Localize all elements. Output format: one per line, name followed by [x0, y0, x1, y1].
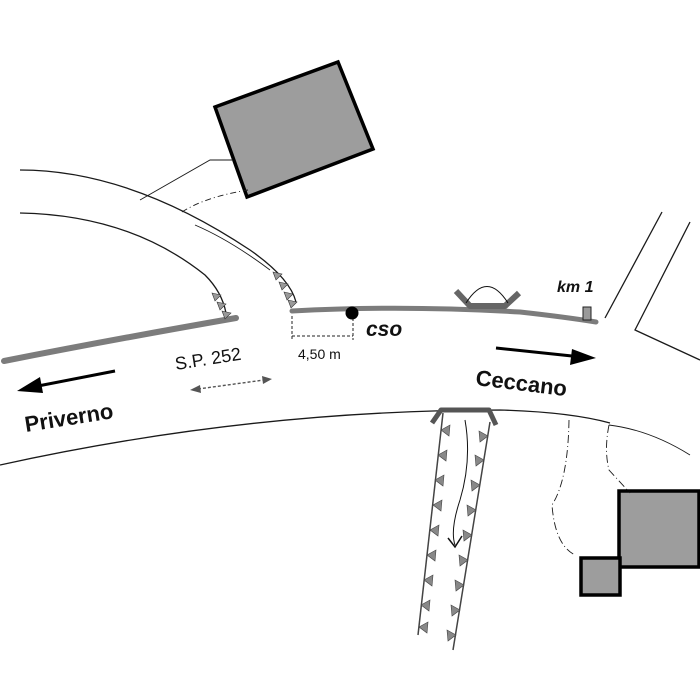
building-southeast — [617, 489, 700, 569]
label-priverno: Priverno — [23, 398, 115, 437]
kerb-lines — [1, 305, 599, 364]
label-cso: cso — [366, 318, 402, 341]
cso-point — [345, 306, 359, 320]
arrow-ceccano — [495, 346, 596, 365]
bridge-symbol — [453, 286, 522, 309]
culvert-symbol — [429, 407, 499, 427]
road-double-arrow — [190, 376, 272, 393]
km-marker-post — [582, 306, 592, 321]
kerb-triangle-markers — [211, 271, 298, 320]
building-southeast-small — [579, 556, 622, 597]
property-lines — [139, 159, 691, 556]
building-north — [212, 59, 376, 200]
stream — [417, 412, 491, 651]
label-road: S.P. 252 — [173, 344, 242, 374]
arrow-priverno — [17, 369, 116, 393]
label-distance: 4,50 m — [298, 346, 341, 362]
stream-left-bank-hatching — [418, 424, 451, 634]
distance-dimension — [291, 316, 354, 340]
stream-right-bank-hatching — [446, 430, 489, 642]
label-ceccano: Ceccano — [474, 365, 568, 401]
label-km: km 1 — [557, 279, 594, 296]
